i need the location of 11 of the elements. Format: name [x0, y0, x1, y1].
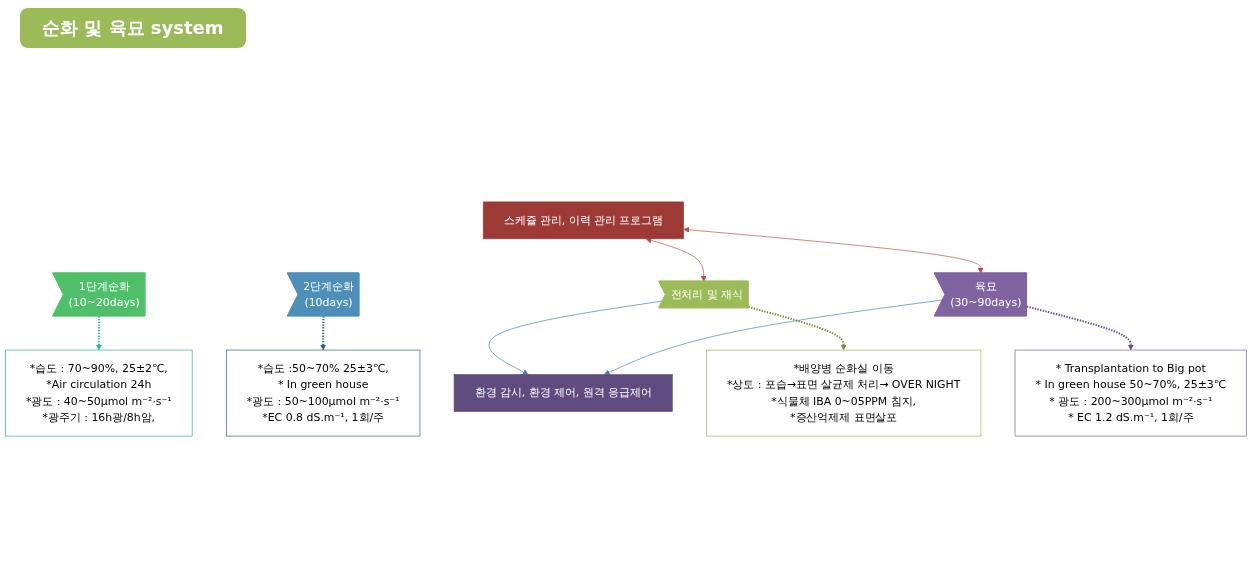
node-box: *습도 : 70~90%, 25±2℃, *Air circulation 24h *광도 : 40~50μmol m⁻²·s⁻¹ *광주기 : 16h광/8h암, [5, 349, 193, 437]
title: 순화 및 육묘 system [20, 8, 246, 48]
node-box: 환경 감시, 환경 제어, 원격 응급제어 [453, 374, 673, 412]
arrow [95, 316, 102, 351]
arrow [748, 306, 847, 351]
node-box: *배양병 순화실 이동 *상토 : 포습→표면 살균제 처리→ OVER NIGHT *식물체 IBA 0~05PPM 침지, *증산억제제 표면살포 [706, 349, 982, 437]
node-box: 스케쥴 관리, 이력 관리 프로그램 [482, 201, 684, 240]
node-box: *습도 :50~70% 25±3℃, * In green house *광도 : 50~100μmol m⁻²·s⁻¹ *EC 0.8 dS.m⁻¹, 1회/주 [225, 349, 421, 437]
node-box: * Transplantation to Big pot * In green house 50~70%, 25±3℃ * 광도 : 200~300μmol m⁻²·s⁻¹ * EC 1.2 dS.m⁻¹, 1회/주 [1014, 349, 1247, 437]
arrow [1026, 305, 1134, 351]
arrow [320, 316, 327, 351]
